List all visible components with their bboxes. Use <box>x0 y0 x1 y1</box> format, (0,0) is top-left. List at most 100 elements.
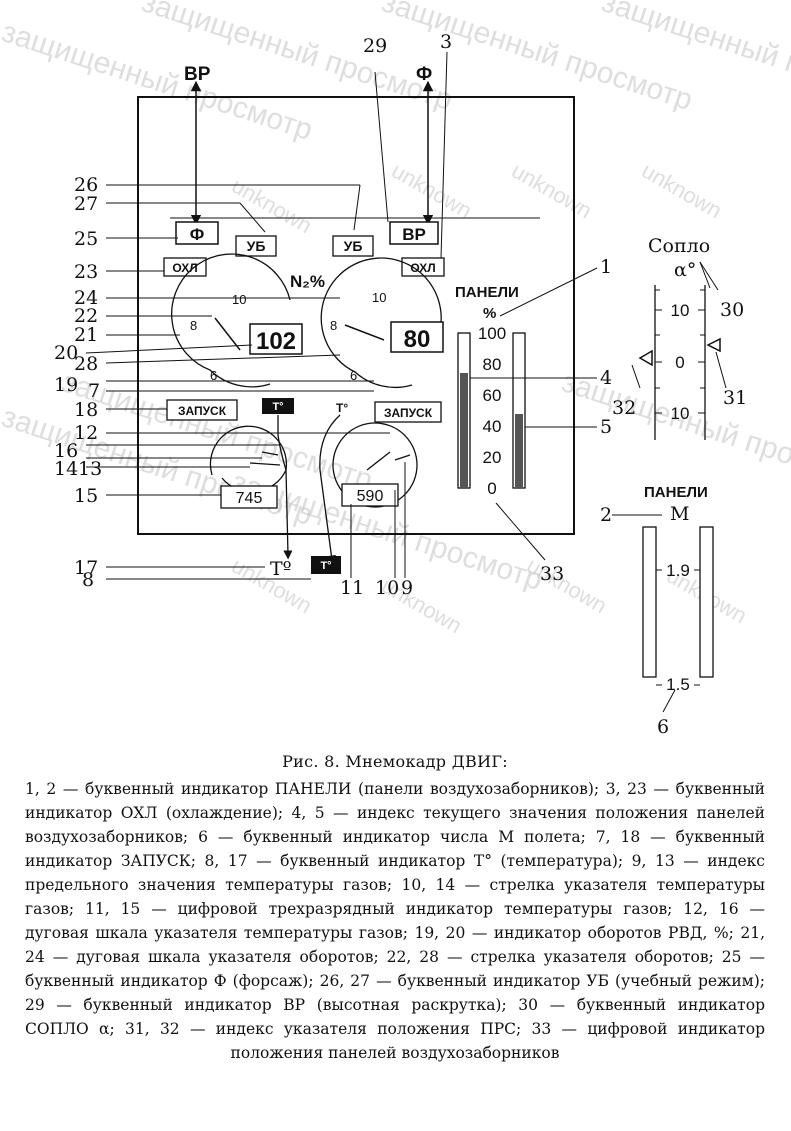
callout-25: 25 <box>74 228 98 250</box>
mach-rail-right <box>699 526 714 678</box>
callout-32: 32 <box>612 397 636 419</box>
callout-8: 8 <box>82 569 94 591</box>
rpm-right-tick-6: 6 <box>350 368 357 383</box>
temp-circle-right <box>332 422 418 508</box>
panels-label: ПАНЕЛИ <box>455 284 519 301</box>
temp-symbol-outline: T° <box>336 401 348 415</box>
panels-scale-0: 0 <box>487 479 496 498</box>
ind-ub-right: УБ <box>344 238 363 254</box>
nozzle-scale-bottom: 10 <box>671 404 690 423</box>
callout-27: 27 <box>74 193 98 215</box>
ind-vr: ВР <box>402 225 426 244</box>
rpm-right-needle <box>344 324 385 341</box>
rpm-left-needle <box>214 317 241 351</box>
watermark-text: защищенный просмотр <box>598 0 791 117</box>
ind-ohl-right-box <box>401 257 445 277</box>
panels-scale-20: 20 <box>483 448 502 467</box>
watermark-text: защищенный просмотр <box>558 365 791 497</box>
panels-scale-40: 40 <box>483 417 502 436</box>
ind-ohl-right: ОХЛ <box>410 261 435 275</box>
panels-scale-80: 80 <box>483 355 502 374</box>
rpm-right-value-box <box>390 321 444 353</box>
callout-12: 12 <box>74 422 98 444</box>
panels-scale: 100 80 60 40 20 0 <box>478 324 506 498</box>
mach-title: ПАНЕЛИ <box>644 484 708 501</box>
callout-14: 14 <box>54 458 78 480</box>
nozzle-index-left-icon <box>638 349 653 367</box>
panels-scale-100: 100 <box>478 324 506 343</box>
callout-16: 16 <box>54 440 78 462</box>
callout-19: 19 <box>54 374 78 396</box>
callout-6: 6 <box>657 716 669 738</box>
label-vr-top: ВР <box>184 64 211 85</box>
callout-10: 10 <box>375 577 399 599</box>
callout-5: 5 <box>600 416 612 438</box>
label-f-top: Ф <box>416 64 432 85</box>
callout-29: 29 <box>363 35 387 57</box>
callout-2: 2 <box>600 504 612 526</box>
panels-bar-right-fill <box>515 414 523 488</box>
nozzle-alpha: α° <box>674 259 696 281</box>
nozzle-gauge: Сопло α° 10 0 10 <box>638 235 721 440</box>
rpm-arc-right <box>320 257 442 373</box>
panels-scale-60: 60 <box>483 386 502 405</box>
callout-30: 30 <box>720 299 744 321</box>
watermark-text: unknown <box>638 158 727 224</box>
watermark-text: unknown <box>388 158 477 224</box>
rpm-arc-left-bottom <box>209 369 271 388</box>
rpm-left-tick-10: 10 <box>232 292 246 307</box>
temp-symbol-inverse: T° <box>272 401 283 413</box>
mach-scale-15: 1.5 <box>666 675 690 694</box>
ind-zapusk-right-box <box>374 401 442 423</box>
ind-zapusk-left: ЗАПУСК <box>178 404 227 418</box>
nozzle-scale-top: 10 <box>671 301 690 320</box>
rpm-left-value: 102 <box>256 328 296 355</box>
callout-11: 11 <box>340 577 364 599</box>
temp-connector-left <box>277 415 293 560</box>
rpm-left-tick-6: 6 <box>210 368 217 383</box>
watermark-text: unknown <box>508 158 597 224</box>
figure-caption: Рис. 8. Мнемокадр ДВИГ: 1, 2 — буквенный… <box>25 752 765 1065</box>
ind-f: Ф <box>190 225 205 244</box>
nozzle-scale-zero: 0 <box>675 353 684 372</box>
ind-ub-right-box <box>332 235 374 257</box>
callout-13: 13 <box>78 458 102 480</box>
ind-ohl-left: ОХЛ <box>172 261 197 275</box>
panels-bar-left-fill <box>460 373 468 488</box>
caption-title: Рис. 8. Мнемокадр ДВИГ: <box>282 752 508 771</box>
rpm-dial-right: 10 8 6 80 <box>320 257 444 389</box>
callout-18: 18 <box>74 399 98 421</box>
rpm-arc-left <box>171 253 291 371</box>
rpm-right-value: 80 <box>404 326 431 353</box>
mach-rail-left <box>642 526 657 678</box>
engine-mnemonic-diagram: защищенный просмотр защищенный просмотр … <box>0 0 791 738</box>
ind-zapusk-right: ЗАПУСК <box>384 406 433 420</box>
callout-31: 31 <box>723 387 747 409</box>
nozzle-index-right-icon <box>706 337 721 353</box>
ind-ub-left: УБ <box>247 238 266 254</box>
rpm-dial-left: 10 8 6 102 <box>171 253 303 388</box>
temp-symbol-big: Tº <box>270 558 292 580</box>
temp-arc-left <box>209 425 288 476</box>
ind-f-box <box>175 221 219 245</box>
leader-lines <box>85 51 727 713</box>
callout-7: 7 <box>88 380 100 402</box>
temp-right-needle <box>366 451 391 471</box>
callout-28: 28 <box>74 353 98 375</box>
callout-23: 23 <box>74 261 98 283</box>
temp-left-limit <box>261 451 279 456</box>
temp-right-limit <box>394 454 411 461</box>
callout-4: 4 <box>600 367 612 389</box>
mach-m: М <box>670 503 689 525</box>
temp-symbol-inverse-box <box>262 398 294 414</box>
callout-17: 17 <box>74 557 98 579</box>
mach-scale-19: 1.9 <box>666 561 690 580</box>
ind-zapusk-left-box <box>166 399 238 421</box>
callout-33: 33 <box>540 563 564 585</box>
callout-26: 26 <box>74 174 98 196</box>
temp-left-value: 745 <box>236 490 263 507</box>
callout-15: 15 <box>74 485 98 507</box>
temp-left-value-box <box>220 485 278 509</box>
caption-text: 1, 2 — буквенный индикатор ПАНЕЛИ (панел… <box>25 780 765 1062</box>
percent-label: % <box>483 305 496 322</box>
